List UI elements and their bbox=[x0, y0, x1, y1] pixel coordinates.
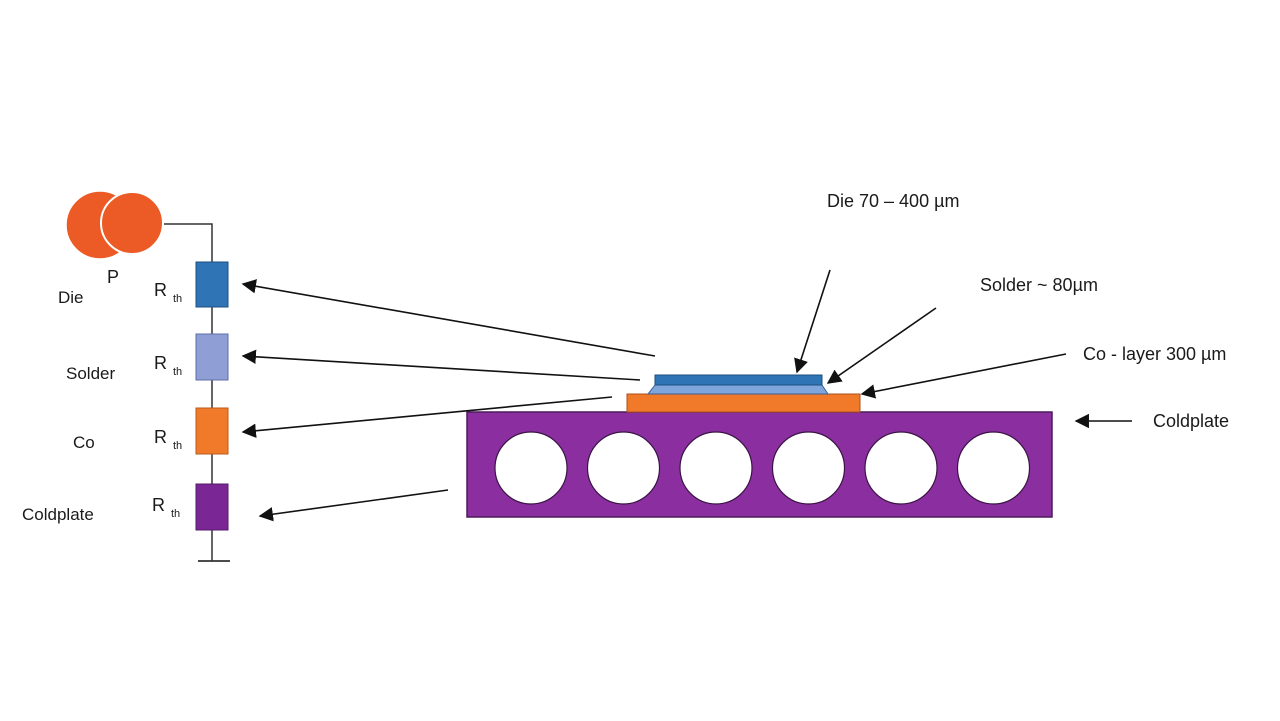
coolant-channel bbox=[494, 431, 568, 505]
die-layer bbox=[654, 374, 823, 386]
arrow-die-to-resistor bbox=[241, 279, 656, 357]
rth-label-solder: R th bbox=[154, 353, 182, 378]
die-thickness-label: Die 70 – 400 µm bbox=[827, 191, 959, 211]
coolant-channel bbox=[771, 431, 846, 505]
arrow-solder-to-resistor bbox=[241, 349, 641, 381]
coldplate-label: Coldplate bbox=[1153, 411, 1229, 431]
coolant-channel bbox=[679, 431, 753, 505]
coolant-channel bbox=[956, 431, 1031, 505]
resistor-co bbox=[195, 407, 229, 455]
coolant-channel bbox=[864, 431, 938, 505]
coolant-channels bbox=[494, 431, 1031, 505]
power-source-icon bbox=[65, 190, 164, 260]
layer-label-solder: Solder bbox=[66, 364, 115, 383]
layer-label-co: Co bbox=[73, 433, 95, 452]
svg-text:th: th bbox=[171, 508, 180, 520]
arrow-co-to-resistor bbox=[241, 396, 613, 438]
svg-text:R: R bbox=[154, 427, 167, 447]
arrows bbox=[241, 269, 1132, 522]
rth-label-coldplate: R th bbox=[152, 495, 180, 520]
circuit-wire-top bbox=[160, 223, 213, 262]
layer-label-die: Die bbox=[58, 288, 84, 307]
arrow-coldplate-to-resistor bbox=[258, 489, 449, 522]
svg-text:th: th bbox=[173, 293, 182, 305]
svg-text:R: R bbox=[154, 353, 167, 373]
power-source-label: P bbox=[107, 267, 119, 287]
solder-thickness-label: Solder ~ 80µm bbox=[980, 275, 1098, 295]
resistor-die bbox=[195, 261, 229, 308]
co-layer-thickness-label: Co - layer 300 µm bbox=[1083, 344, 1226, 364]
svg-text:R: R bbox=[154, 280, 167, 300]
rth-label-co: R th bbox=[154, 427, 182, 452]
resistor-coldplate bbox=[195, 483, 229, 531]
co-layer bbox=[626, 393, 861, 413]
rth-label-die: R th bbox=[154, 280, 182, 305]
svg-text:th: th bbox=[173, 440, 182, 452]
solder-layer bbox=[646, 384, 829, 395]
coolant-channel bbox=[586, 431, 661, 505]
svg-text:R: R bbox=[152, 495, 165, 515]
resistor-solder bbox=[195, 333, 229, 381]
layer-label-coldplate: Coldplate bbox=[22, 505, 94, 524]
arrow-co-layer-label bbox=[860, 353, 1067, 399]
thermal-circuit: P R th R th R th R th Die Solder Co Cold… bbox=[22, 190, 230, 562]
cross-section: Die 70 – 400 µm Solder ~ 80µm Co - layer… bbox=[466, 191, 1229, 518]
power-source-circle-right bbox=[100, 191, 164, 255]
arrow-solder-label bbox=[826, 307, 937, 384]
svg-text:th: th bbox=[173, 366, 182, 378]
arrow-die-label bbox=[794, 269, 831, 374]
